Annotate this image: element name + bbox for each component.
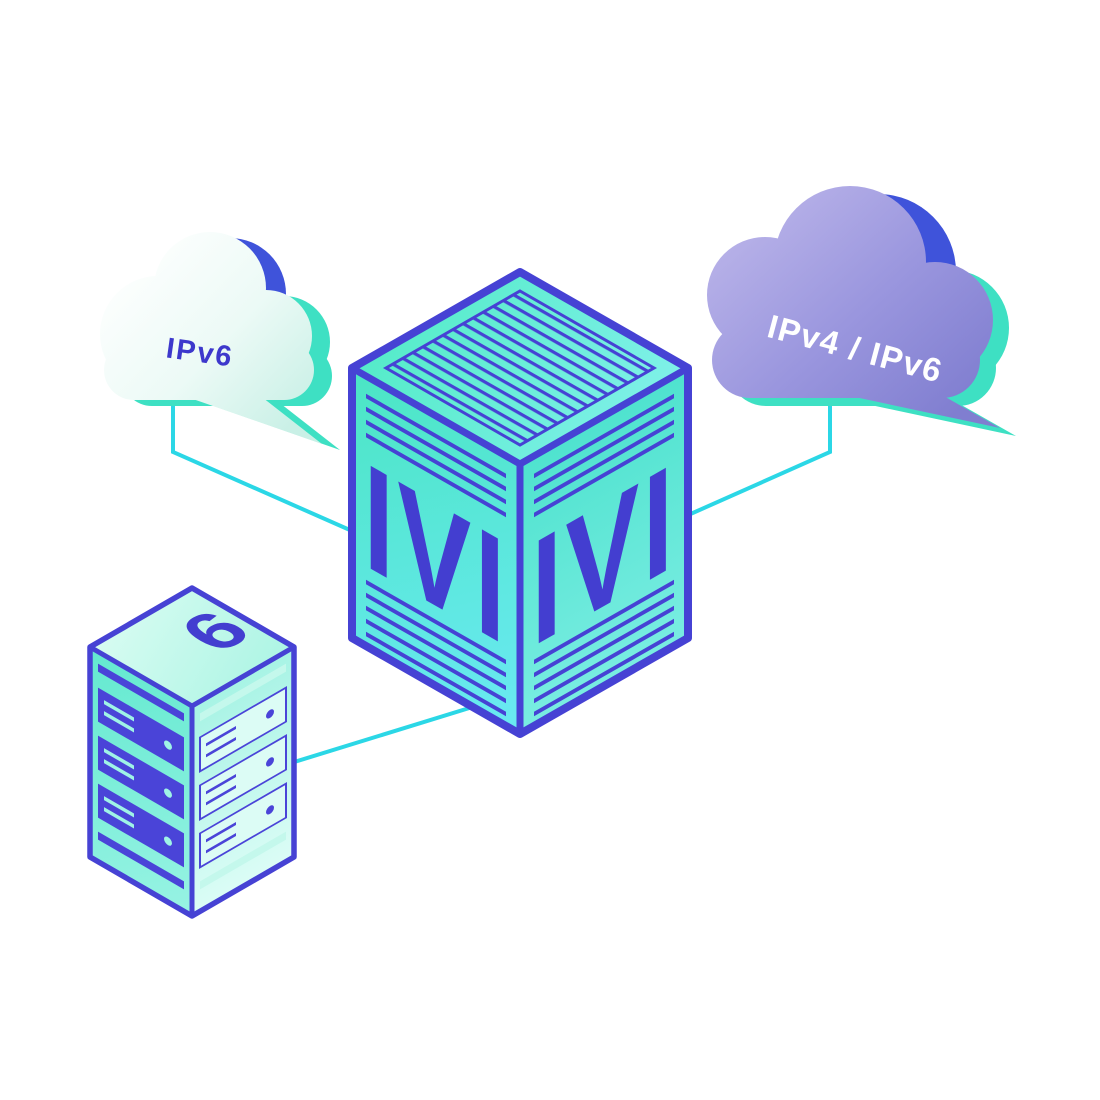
connection-lines [171,388,832,769]
server-left-face-content [98,663,184,890]
server-right-face-content [199,663,287,890]
ipv6-cloud-front-layer [100,232,322,444]
ivi-box-top-hatch-panel [382,289,658,447]
ivi-box: IVI IVI [348,268,692,738]
server-drive-bay [98,783,184,868]
server-right-top-strip [200,663,286,722]
right-face-stripes-top [534,393,674,518]
server-outline [87,585,297,919]
ipv6-cloud: IPv6 [100,232,340,450]
ivi-box-outline [348,268,692,738]
server-left-bottom-strip [98,831,184,890]
right-face-stripes-bottom [534,579,674,717]
server-drive-bay-side [199,686,287,773]
left-face-stripes-top [366,393,506,518]
ivi-box-inner-edges [350,364,690,734]
server-drive-bay-side [199,734,287,821]
server-right-bottom-strip [200,831,286,890]
server-drive-bay [98,687,184,772]
ipv6-server: 6 [87,585,297,919]
server-inner-edges [88,644,296,916]
ipv4-ipv6-cloud: IPv4 / IPv6 [707,186,1016,436]
connection-line-ipv6-cloud-to-ivi [171,388,369,540]
ipv4-ipv6-cloud-front-layer [707,186,1000,428]
server-drive-bay [98,735,184,820]
left-face-stripes-bottom [366,579,506,717]
connection-line-server-to-ivi [277,695,506,769]
server-left-top-strip [98,663,184,722]
connection-line-ipv4-ipv6-cloud-to-ivi [667,390,832,526]
server-drive-bay-side [199,782,287,869]
